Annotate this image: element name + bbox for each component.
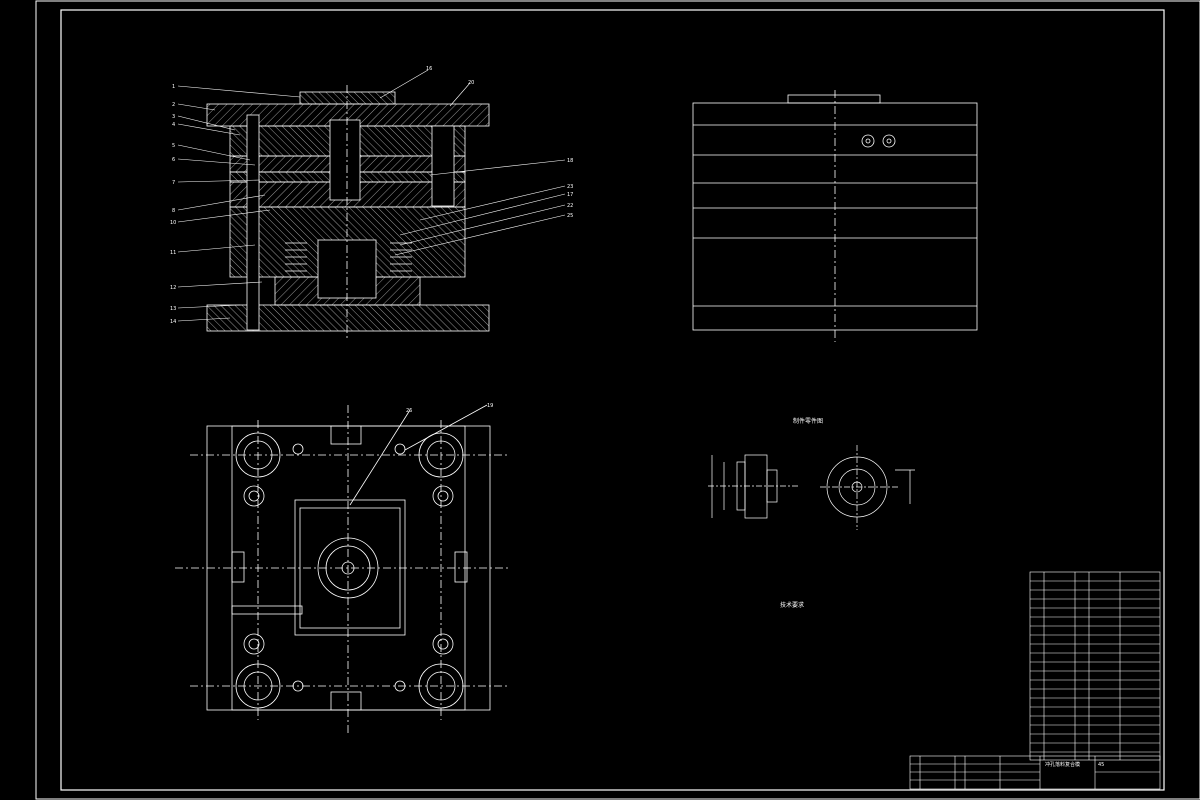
- svg-text:25: 25: [567, 213, 573, 219]
- svg-text:13: 13: [170, 306, 176, 312]
- part-view-title: 制件零件图: [793, 417, 823, 425]
- svg-text:5: 5: [172, 143, 175, 149]
- outer-border: [35, 0, 1200, 800]
- svg-text:22: 22: [567, 203, 573, 209]
- title-block: [909, 755, 1161, 790]
- svg-text:19: 19: [487, 403, 493, 409]
- front-section-view: [206, 85, 490, 340]
- svg-text:18: 18: [567, 158, 573, 164]
- side-view: [692, 90, 978, 342]
- svg-text:23: 23: [567, 184, 573, 190]
- svg-text:12: 12: [170, 285, 176, 291]
- svg-text:8: 8: [172, 208, 175, 214]
- svg-text:6: 6: [172, 157, 175, 163]
- svg-text:17: 17: [567, 192, 573, 198]
- svg-text:1: 1: [172, 84, 175, 90]
- callout-leaders: [177, 69, 566, 322]
- svg-text:4: 4: [172, 122, 175, 128]
- svg-text:3: 3: [172, 114, 175, 120]
- svg-text:10: 10: [170, 220, 176, 226]
- svg-text:2: 2: [172, 102, 175, 108]
- svg-text:14: 14: [170, 319, 176, 325]
- technical-requirements-title: 技术要求: [780, 602, 805, 609]
- svg-text:26: 26: [406, 408, 412, 414]
- svg-text:16: 16: [426, 66, 432, 72]
- callout-numbers: 1 2 3 4 5 6 7 8 10 11 12 13 14 16 20 18 …: [170, 66, 573, 325]
- material-label: 45: [1098, 762, 1104, 768]
- plan-callouts: 26 19: [406, 403, 493, 414]
- parts-list: [1029, 571, 1161, 761]
- part-drawing: [708, 445, 915, 530]
- inner-border: [60, 9, 1165, 791]
- svg-text:20: 20: [468, 80, 474, 86]
- drawing-name: 冲孔落料复合模: [1045, 761, 1080, 768]
- svg-text:7: 7: [172, 180, 175, 186]
- plan-view: [175, 404, 510, 735]
- svg-text:11: 11: [170, 250, 176, 256]
